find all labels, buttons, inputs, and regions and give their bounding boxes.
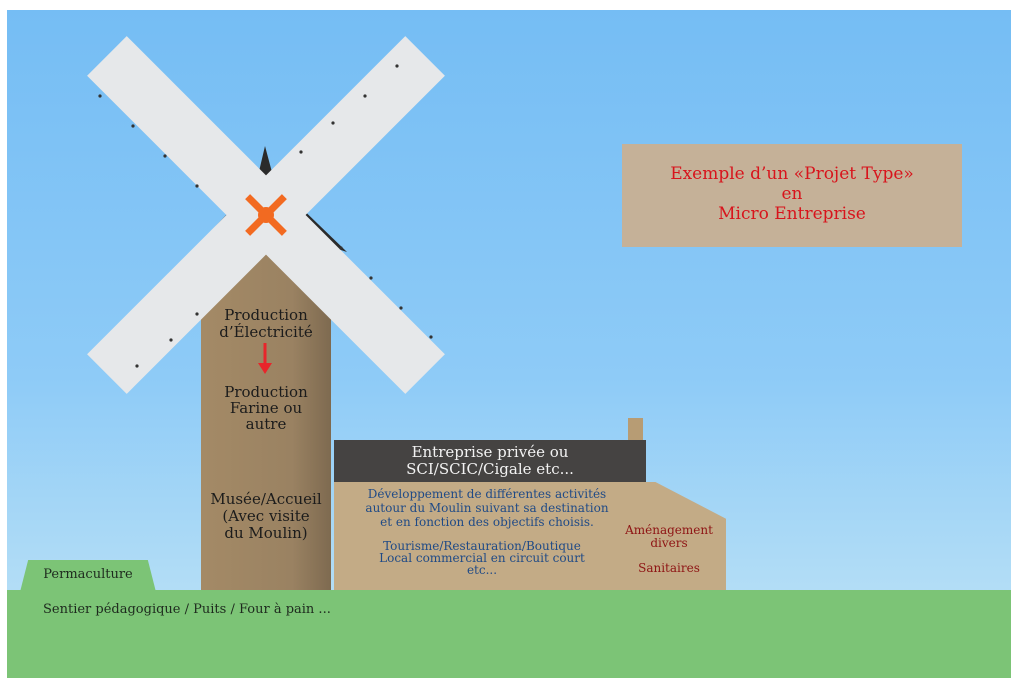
project-title: Exemple d’un «Projet Type» en Micro Entr…: [622, 164, 962, 224]
musee-line-2: (Avec visite: [194, 508, 338, 525]
project-title-line-2: en: [622, 184, 962, 204]
amenagement-line-2: divers: [613, 537, 725, 550]
sanitaires-text: Sanitaires: [613, 561, 725, 575]
permaculture-label: Permaculture: [20, 567, 156, 582]
developpement-line-1: Développement de différentes activités: [342, 487, 632, 501]
amenagement-text: Aménagement divers: [613, 524, 725, 550]
company-sign-line-1: Entreprise privée ou: [334, 444, 646, 461]
developpement-line-2: autour du Moulin suivant sa destination: [342, 501, 632, 515]
windmill-scene: Permaculture Sentier pédagogique / Puits…: [7, 10, 1011, 678]
musee-label: Musée/Accueil (Avec visite du Moulin): [194, 491, 338, 542]
project-title-line-3: Micro Entreprise: [622, 204, 962, 224]
company-sign-text: Entreprise privée ou SCI/SCIC/Cigale etc…: [334, 444, 646, 478]
musee-line-1: Musée/Accueil: [194, 491, 338, 508]
developpement-line-3: et en fonction des objectifs choisis.: [342, 515, 632, 529]
chimney: [628, 418, 643, 440]
sentier-label: Sentier pédagogique / Puits / Four à pai…: [43, 602, 463, 617]
developpement-text: Développement de différentes activités a…: [342, 487, 632, 529]
company-sign-line-2: SCI/SCIC/Cigale etc...: [334, 461, 646, 478]
windmill-rotor: [7, 10, 507, 430]
tourisme-text: Tourisme/Restauration/Boutique Local com…: [347, 540, 617, 576]
project-title-line-1: Exemple d’un «Projet Type»: [622, 164, 962, 184]
musee-line-3: du Moulin): [194, 525, 338, 542]
tourisme-line-3: etc...: [347, 564, 617, 576]
